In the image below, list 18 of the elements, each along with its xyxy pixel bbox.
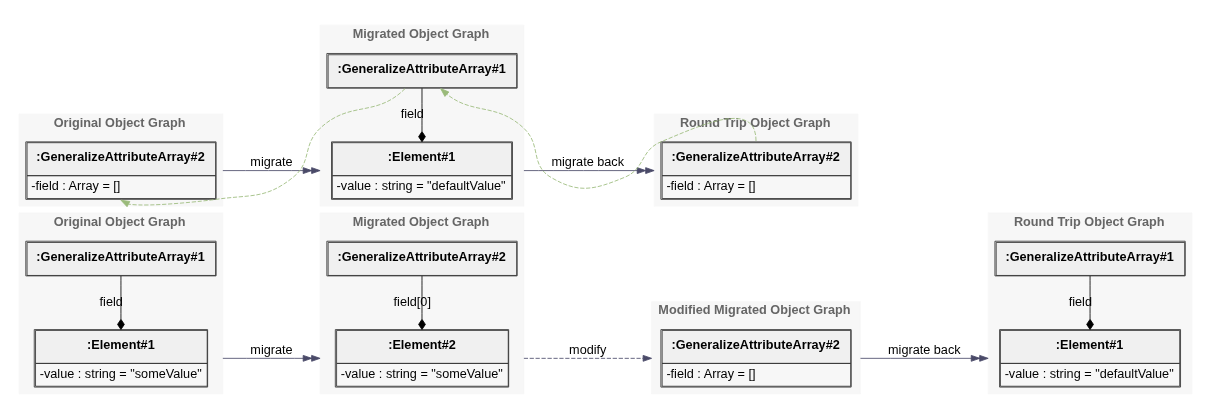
edge-label: modify [569,343,607,358]
edge-label: migrate back [888,343,961,358]
edge-label: field [99,294,123,309]
edge-label: migrate [250,343,293,358]
arrow [860,354,989,362]
arrow [523,167,655,174]
arrow [440,88,757,189]
connector [1086,275,1094,330]
arrow [222,354,321,362]
arrow [120,88,406,208]
edge-label: field[0] [393,294,431,309]
arrow [222,167,321,174]
edge-label: field [1068,294,1092,309]
edge-label: migrate back [551,155,625,170]
edge-label: field [400,106,424,121]
connector [418,275,426,330]
edge-label: migrate [250,155,293,170]
arrow [523,354,652,362]
